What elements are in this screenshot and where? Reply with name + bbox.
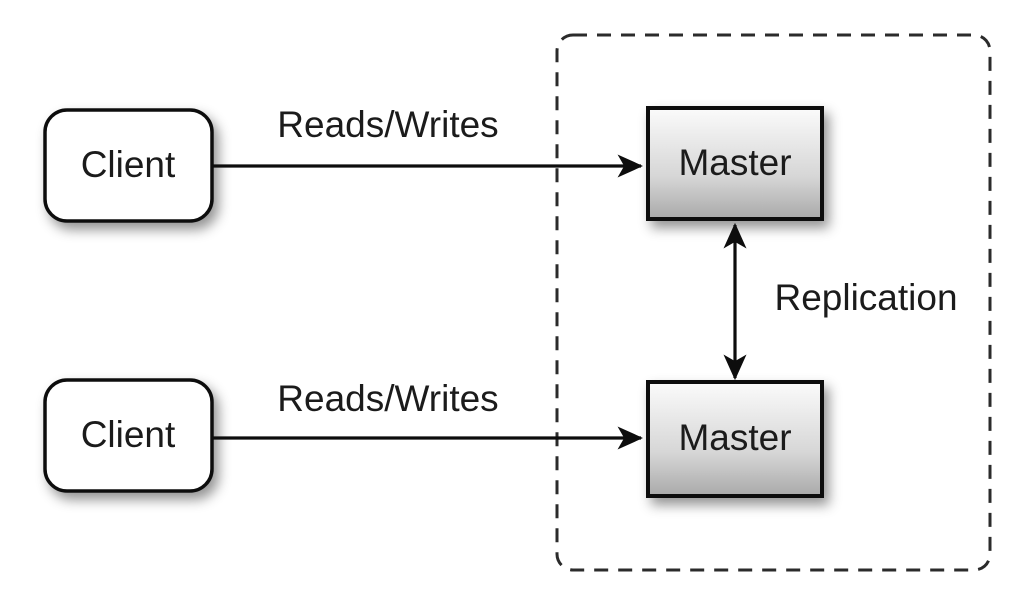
client-bottom[interactable]: Client bbox=[43, 378, 214, 493]
client-bottom-shape bbox=[43, 378, 214, 493]
edge-reads-writes-top-label: Reads/Writes bbox=[277, 104, 498, 145]
master-bottom-shape bbox=[646, 380, 824, 498]
master-top-shape bbox=[646, 106, 824, 221]
edge-replication-label: Replication bbox=[774, 277, 957, 318]
client-top[interactable]: Client bbox=[43, 108, 214, 223]
master-top[interactable]: Master bbox=[646, 106, 824, 221]
cluster-boundary bbox=[555, 33, 992, 572]
master-bottom[interactable]: Master bbox=[646, 380, 824, 498]
master-top-label: Master bbox=[678, 142, 791, 183]
master-bottom-label: Master bbox=[678, 417, 791, 458]
edge-reads-writes-bottom-label: Reads/Writes bbox=[277, 378, 498, 419]
client-top-label: Client bbox=[81, 144, 176, 185]
client-bottom-label: Client bbox=[81, 414, 176, 455]
